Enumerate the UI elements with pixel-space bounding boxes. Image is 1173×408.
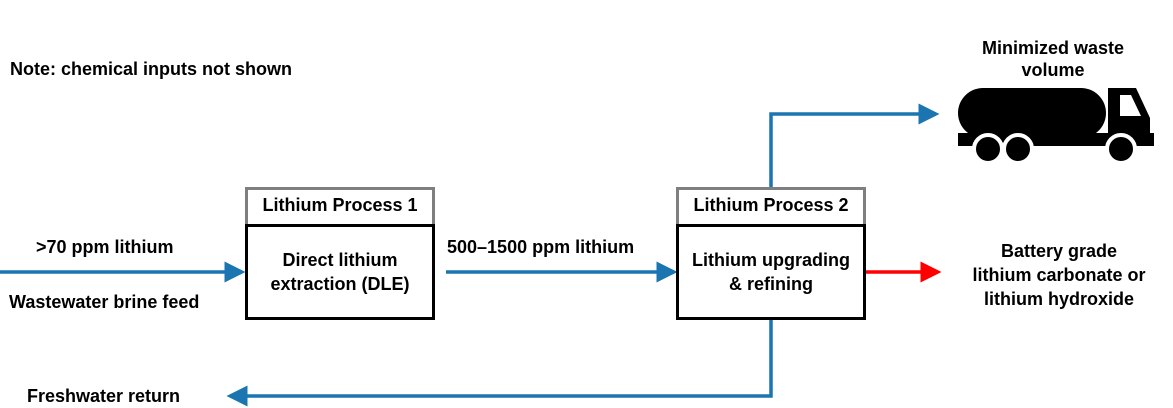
product-label-line3: lithium hydroxide	[983, 289, 1135, 309]
process1-box: Direct lithium extraction (DLE)	[245, 224, 435, 320]
process2-body-line1: Lithium upgrading	[692, 250, 850, 270]
process1-body-line1: Direct lithium	[282, 250, 398, 270]
process2-body-line2: & refining	[728, 274, 813, 294]
product-label-line2: lithium carbonate or	[972, 265, 1146, 285]
process2-header: Lithium Process 2	[676, 187, 866, 227]
waste-arrow	[769, 103, 940, 188]
intermediate-concentration-label: 500–1500 ppm lithium	[447, 237, 635, 257]
process2-box: Lithium upgrading & refining	[676, 224, 866, 320]
input-feed-label: Wastewater brine feed	[9, 292, 200, 312]
note-text: Note: chemical inputs not shown	[10, 59, 293, 79]
waste-label-line1: Minimized waste	[981, 38, 1125, 58]
freshwater-return-arrow	[226, 319, 773, 407]
process1-header: Lithium Process 1	[245, 187, 435, 227]
freshwater-return-label: Freshwater return	[27, 386, 181, 406]
process1-body-line2: extraction (DLE)	[270, 274, 410, 294]
tanker-truck-icon	[958, 88, 1154, 165]
waste-label-line2: volume	[1021, 60, 1085, 80]
input-concentration-label: >70 ppm lithium	[36, 237, 174, 257]
product-label-line1: Battery grade	[1000, 241, 1118, 261]
